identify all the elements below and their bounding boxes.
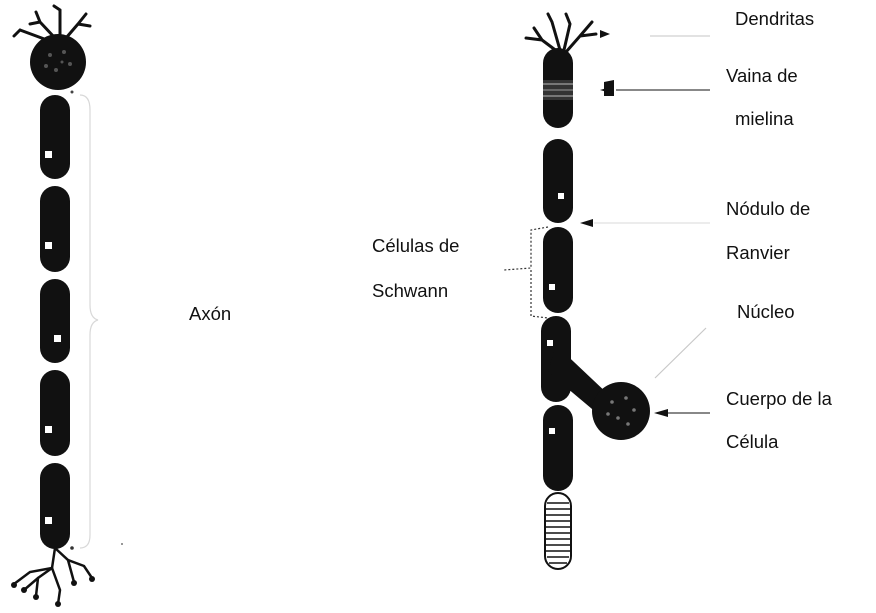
node-of-ranvier-label-line2: Ranvier [726, 244, 790, 263]
cell-body-arrowhead [654, 409, 668, 417]
schwann-bracket [504, 227, 548, 318]
right-myelin-segments [541, 139, 573, 491]
left-myelin-segment [40, 463, 70, 549]
node-of-ranvier-label-line1: Nódulo de [726, 200, 810, 219]
axon-brace [80, 95, 98, 548]
left-nucleus [54, 335, 61, 342]
left-myelin-segment [40, 370, 70, 456]
schwann-cells-label-line1: Células de [372, 237, 459, 256]
right-dendrites [526, 14, 596, 52]
node-arrowhead [580, 219, 593, 227]
left-neuron [11, 6, 123, 607]
striped-terminal [545, 493, 571, 569]
right-myelin-segment [543, 405, 573, 491]
right-myelin-segment [543, 227, 573, 313]
right-cell-body [592, 382, 650, 440]
left-nucleus [45, 517, 52, 524]
dendrite-arrowhead [600, 30, 610, 38]
myelin-sheath-label-line1: Vaina de [726, 67, 798, 86]
schwann-cells-label-line2: Schwann [372, 282, 448, 301]
axon-label: Axón [189, 305, 231, 324]
left-myelin-segment [40, 279, 70, 363]
right-nucleus [547, 340, 553, 346]
leader-lines [580, 36, 710, 417]
nucleus-leader [655, 328, 706, 378]
left-myelin-segments [40, 95, 70, 549]
dendrites-label: Dendritas [735, 10, 814, 29]
right-nucleus [549, 428, 555, 434]
left-nucleus [45, 426, 52, 433]
right-nucleus [558, 193, 564, 199]
left-nucleus [45, 242, 52, 249]
left-nucleus [45, 151, 52, 158]
cell-body-label-line1: Cuerpo de la [726, 390, 832, 409]
myelin-sheath-label-line2: mielina [735, 110, 794, 129]
left-terminal-bulbs [11, 576, 95, 607]
left-cell-body [30, 34, 86, 90]
right-neuron [504, 14, 650, 569]
cell-body-label-line2: Célula [726, 433, 778, 452]
nucleus-label: Núcleo [737, 303, 795, 322]
myelin-sheath-band [543, 80, 573, 100]
left-axon-terminals [14, 548, 92, 604]
right-nucleus [549, 284, 555, 290]
left-myelin-segment [40, 186, 70, 272]
left-myelin-segment [40, 95, 70, 179]
right-myelin-segment [543, 139, 573, 223]
